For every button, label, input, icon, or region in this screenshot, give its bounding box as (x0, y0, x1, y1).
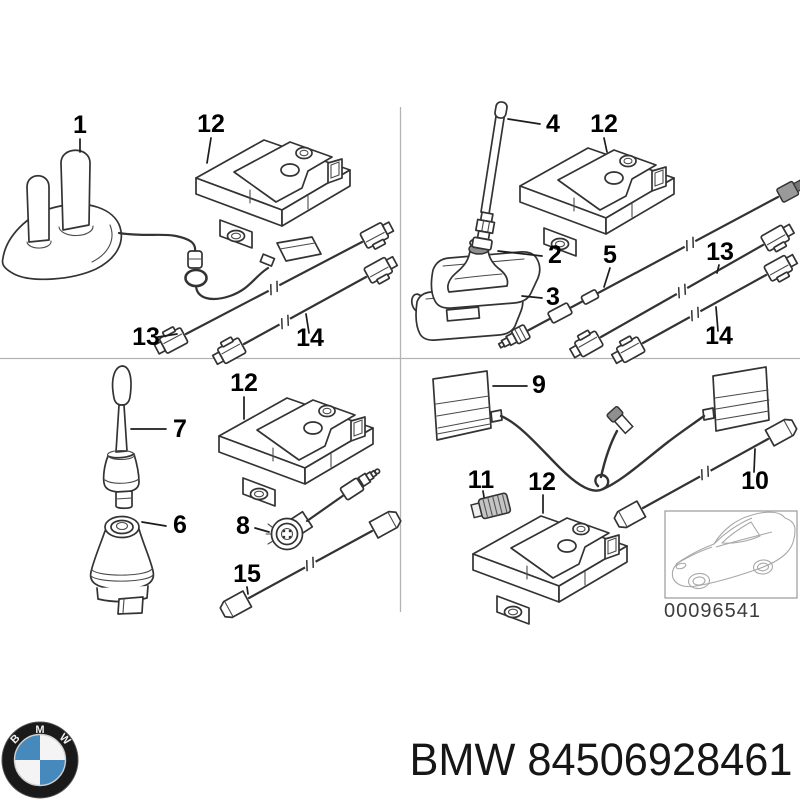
antenna-cable-14-top-left (208, 252, 402, 369)
callout-10: 10 (741, 467, 769, 495)
callout-labels: 1 12 13 14 4 12 2 5 13 3 14 7 12 6 8 15 … (73, 110, 769, 588)
adapter-part-11 (470, 492, 512, 520)
car-thumbnail-icon (671, 511, 796, 590)
antenna-rod-part-4 (471, 101, 508, 251)
roof-antenna-base-part-1 (1, 149, 322, 301)
footer: B M W BMW 84506928461 (1, 721, 793, 799)
rubber-base-part-6 (89, 515, 155, 615)
antenna-cable-14-top-right (607, 250, 800, 368)
callout-5: 5 (603, 241, 617, 269)
antenna-cable-10 (611, 415, 800, 532)
callout-13-top-right: 13 (706, 238, 734, 266)
right-angle-plug-part-8 (265, 468, 381, 551)
callout-15: 15 (233, 560, 261, 588)
antenna-cable-5 (495, 176, 800, 354)
callout-1: 1 (73, 111, 87, 139)
logo-letter-m: M (35, 724, 44, 736)
quadrant-bottom-right: 00096541 (432, 366, 800, 625)
callout-2: 2 (548, 241, 562, 269)
callout-8: 8 (236, 512, 250, 540)
callout-9: 9 (532, 371, 546, 399)
callout-14-top-right: 14 (705, 322, 733, 350)
callout-11: 11 (468, 466, 495, 494)
car-inset: 00096541 (664, 510, 798, 622)
callout-12-bottom-left: 12 (230, 369, 258, 397)
callout-6: 6 (173, 511, 187, 539)
quadrant-top-right (410, 101, 800, 368)
callout-12-bottom-right: 12 (528, 468, 556, 496)
callout-12-top-left: 12 (197, 110, 225, 138)
callout-13-top-left: 13 (132, 323, 160, 351)
film-antenna-set-part-9 (432, 366, 770, 492)
callout-leader-lines (79, 118, 756, 595)
part-number-text: BMW 84506928461 (410, 734, 793, 785)
amplifier-module-top-right (519, 147, 675, 257)
amplifier-module-bottom-right (472, 515, 628, 625)
car-inset-code: 00096541 (664, 600, 761, 622)
callout-12-top-right: 12 (590, 110, 618, 138)
bmw-roundel-icon: B M W (1, 721, 79, 799)
short-rod-antenna-part-7 (102, 365, 140, 510)
callout-3: 3 (546, 283, 560, 311)
quadrant-bottom-left (89, 365, 404, 622)
antenna-cable-13-top-left (150, 218, 398, 358)
antenna-cable-15 (217, 507, 404, 622)
amplifier-module-top-left (195, 139, 351, 249)
diversity-branch-connector (606, 405, 634, 435)
antenna-cable-13-top-right (565, 220, 799, 362)
callout-4: 4 (546, 110, 560, 138)
quadrant-dividers (0, 107, 800, 612)
callout-7: 7 (173, 415, 187, 443)
quadrant-top-left (1, 139, 402, 369)
callout-14-top-left: 14 (296, 324, 324, 352)
